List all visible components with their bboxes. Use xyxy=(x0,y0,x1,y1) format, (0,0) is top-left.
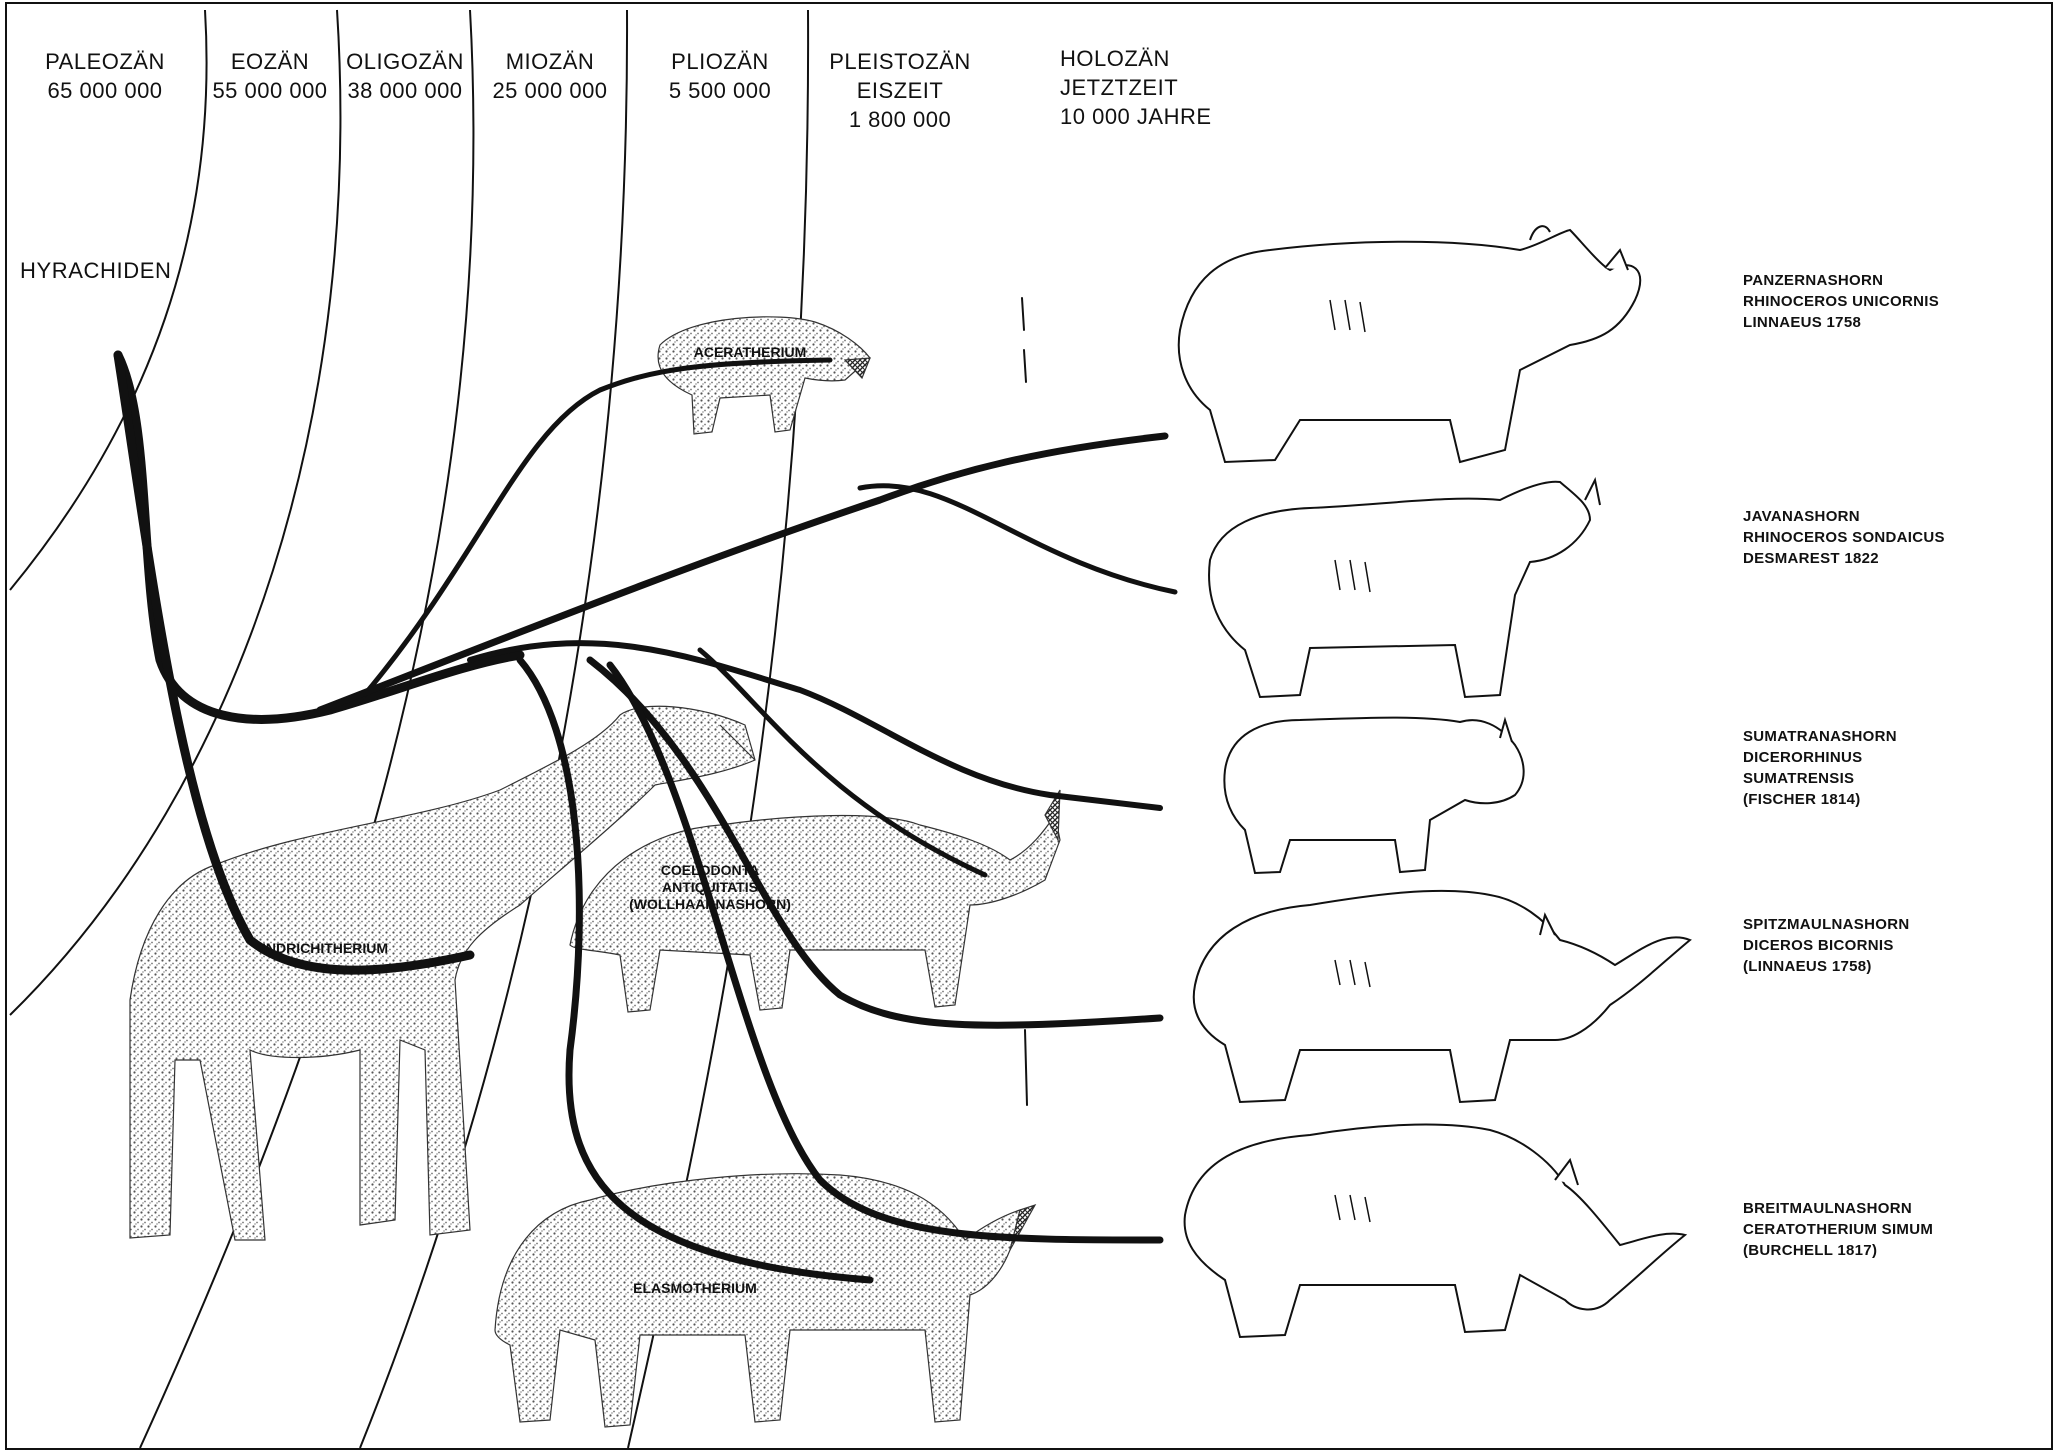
era-paleozaen: PALEOZÄN 65 000 000 xyxy=(35,47,175,105)
species-label-breitmaulnashorn: BREITMAULNASHORN CERATOTHERIUM SIMUM (BU… xyxy=(1743,1198,1933,1261)
fossil-label-indrichitherium: INDRICHITHERIUM xyxy=(225,940,425,957)
living-rhinos xyxy=(1179,226,1690,1337)
indrichitherium-silhouette xyxy=(130,706,755,1240)
branch-dashed-pleistozaen xyxy=(1022,298,1026,382)
species-label-javanashorn: JAVANASHORN RHINOCEROS SONDAICUS DESMARE… xyxy=(1743,506,1945,569)
era-eozaen: EOZÄN 55 000 000 xyxy=(210,47,330,105)
branch-root xyxy=(118,355,520,719)
era-oligozaen: OLIGOZÄN 38 000 000 xyxy=(340,47,470,105)
era-holozaen: HOLOZÄN JETZTZEIT 10 000 JAHRE xyxy=(1060,44,1230,131)
era-pliozaen: PLIOZÄN 5 500 000 xyxy=(650,47,790,105)
panzernashorn-drawing xyxy=(1179,226,1640,462)
sumatranashorn-drawing xyxy=(1224,718,1523,873)
era-miozaen: MIOZÄN 25 000 000 xyxy=(485,47,615,105)
branch-javanashorn xyxy=(860,486,1175,592)
breitmaulnashorn-drawing xyxy=(1185,1125,1685,1337)
species-label-panzernashorn: PANZERNASHORN RHINOCEROS UNICORNIS LINNA… xyxy=(1743,270,1939,333)
elasmotherium-silhouette xyxy=(495,1174,1020,1427)
root-label-hyrachiden: HYRACHIDEN xyxy=(20,258,171,284)
javanashorn-drawing xyxy=(1209,480,1600,697)
acheratherium-silhouette xyxy=(658,317,870,434)
branch-dashed-holozaen xyxy=(1025,1030,1027,1105)
coelodonta-silhouette xyxy=(570,815,1060,1012)
fossil-label-coelodonta: COELODONTA ANTIQUITATIS (WOLLHAARNASHORN… xyxy=(620,862,800,913)
species-label-sumatranashorn: SUMATRANASHORN DICERORHINUS SUMATRENSIS … xyxy=(1743,726,1897,810)
species-label-spitzmaulnashorn: SPITZMAULNASHORN DICEROS BICORNIS (LINNA… xyxy=(1743,914,1909,977)
era-pleistozaen: PLEISTOZÄN EISZEIT 1 800 000 xyxy=(820,47,980,134)
spitzmaulnashorn-drawing xyxy=(1194,891,1690,1102)
fossil-label-aceratherium: ACERATHERIUM xyxy=(670,344,830,361)
fossil-label-elasmotherium: ELASMOTHERIUM xyxy=(610,1280,780,1297)
